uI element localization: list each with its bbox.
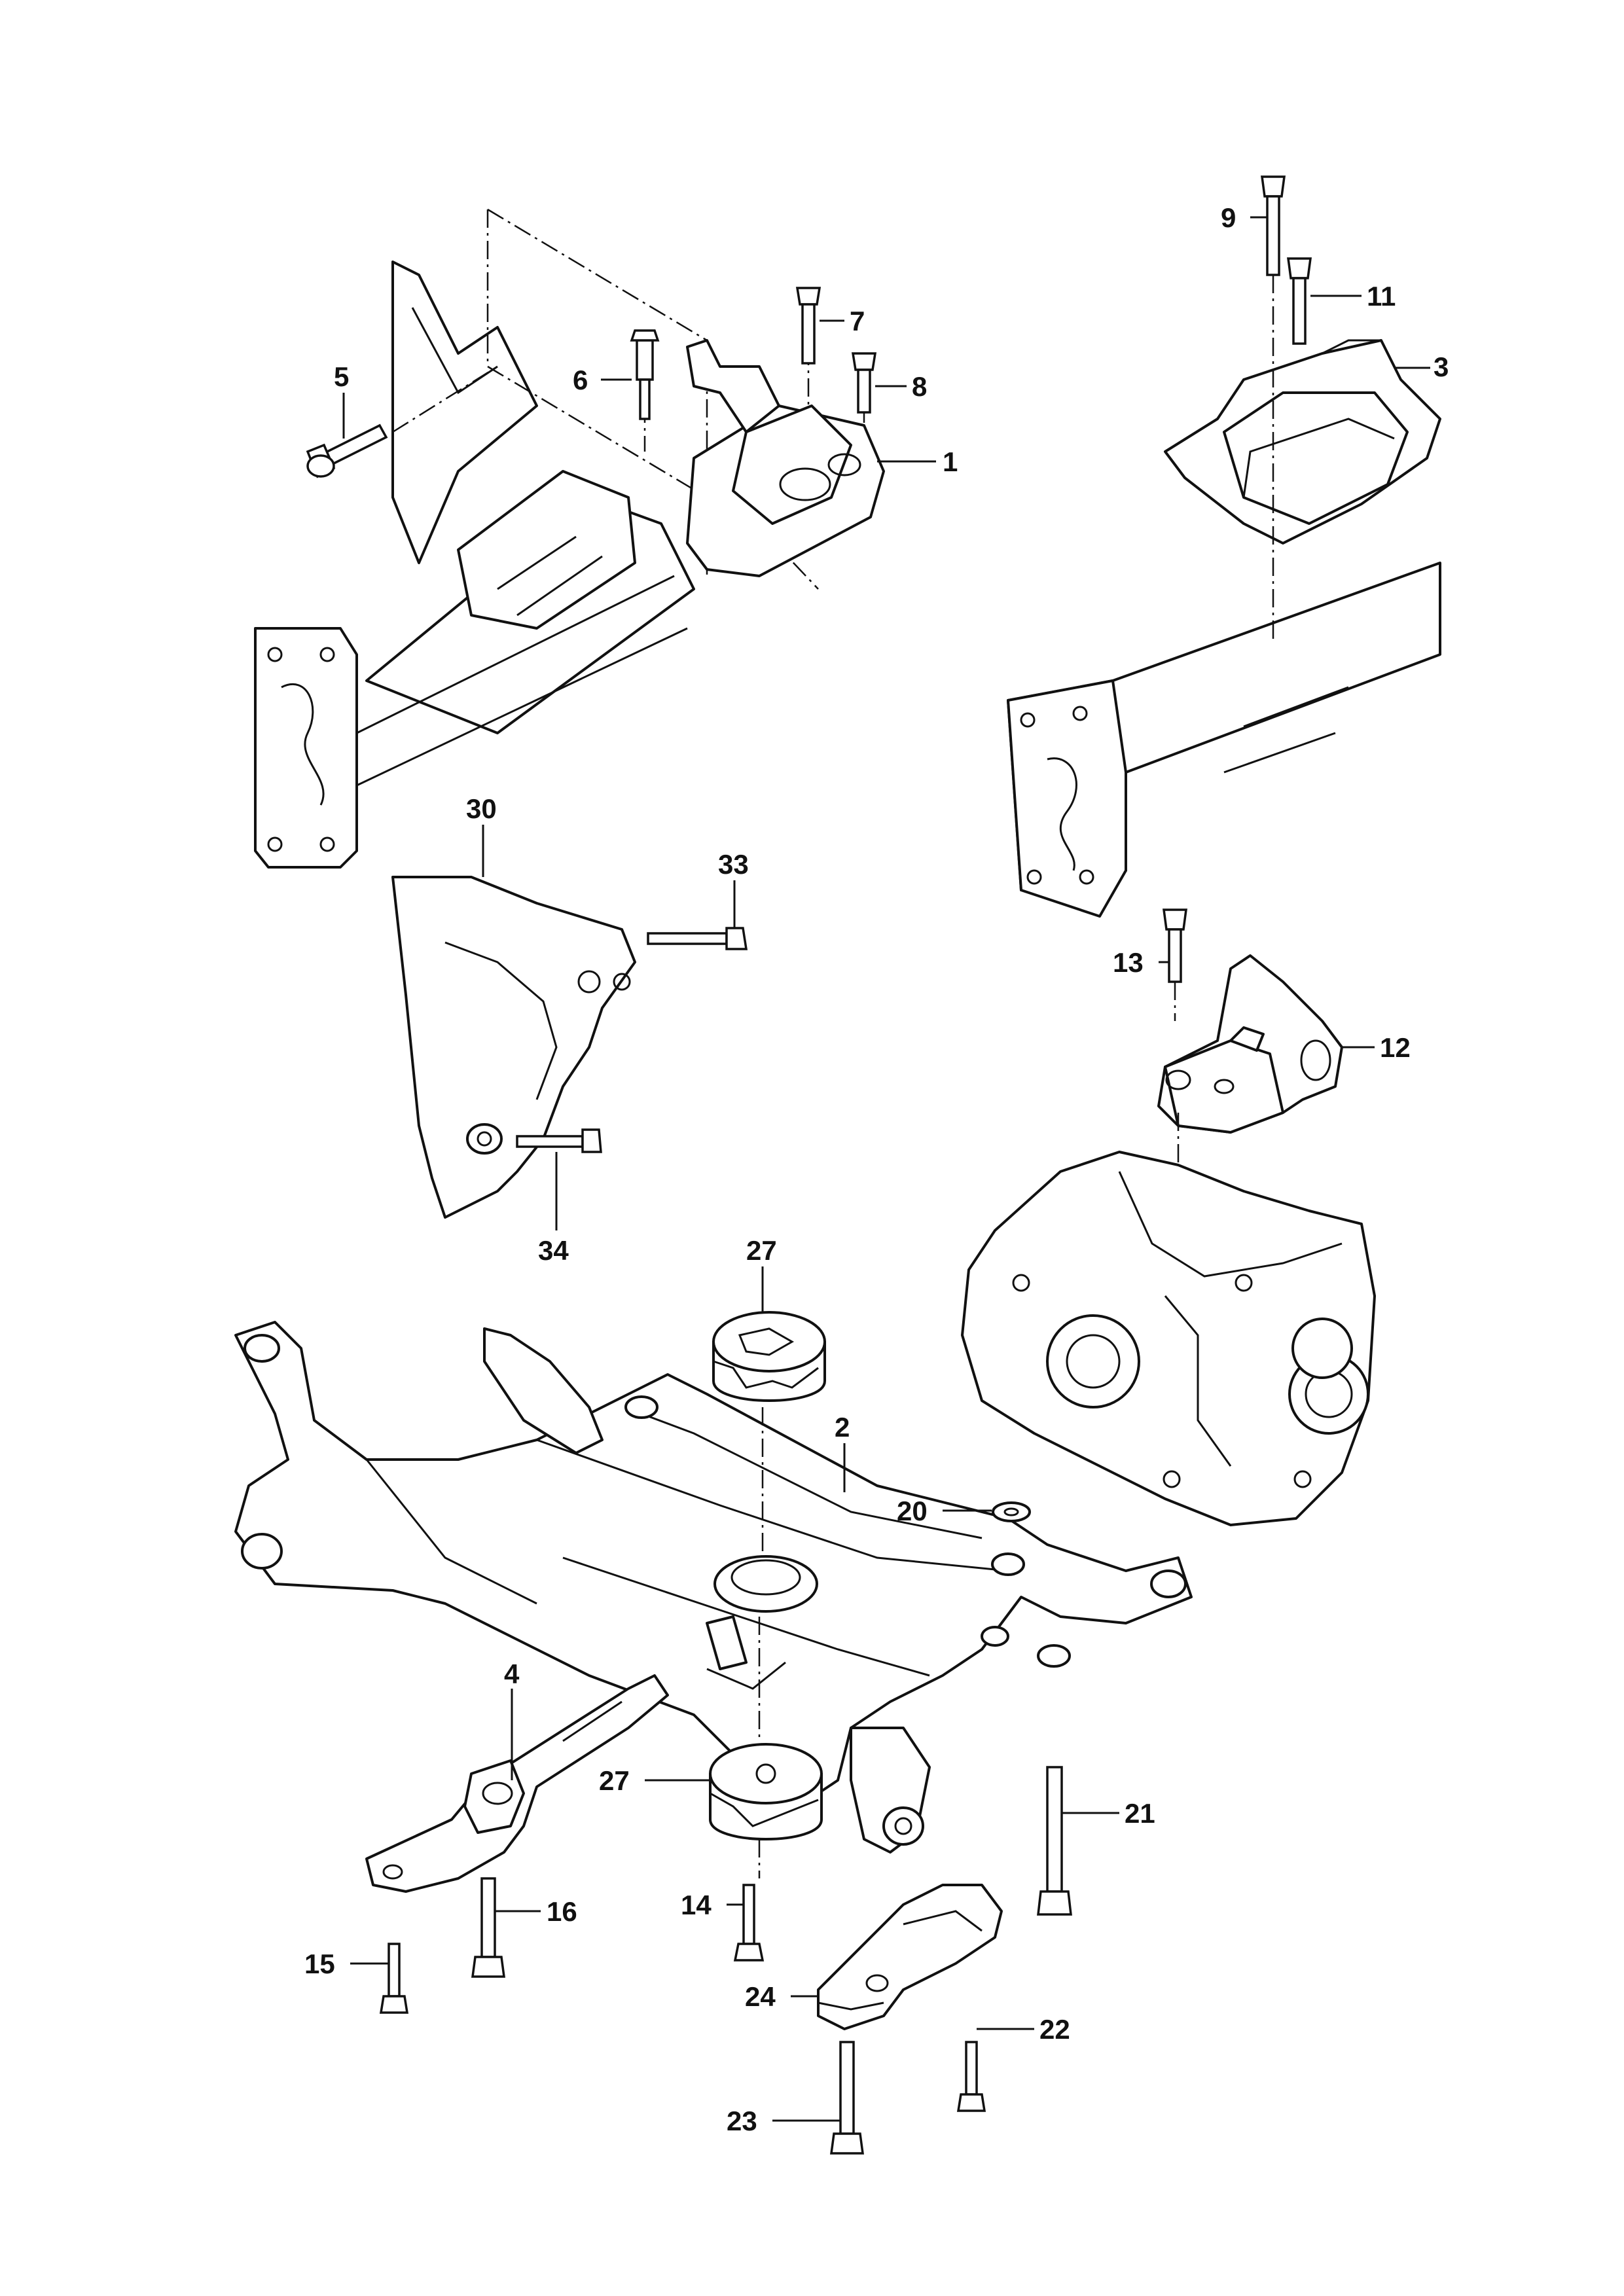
callout-23: 23: [727, 2106, 757, 2136]
leader-lines: [342, 216, 1430, 2122]
callout-30: 30: [466, 793, 497, 824]
bolt-14: [733, 1884, 765, 1962]
bracket-30: [391, 876, 636, 1219]
callout-labels: 1 2 3 4 5 6 7 8 9 11 12 13 14 15 16 20 2…: [304, 202, 1449, 2136]
gearbox-housing: [961, 1151, 1376, 1526]
callout-2: 2: [835, 1412, 850, 1443]
callout-22: 22: [1039, 2014, 1070, 2045]
callout-6: 6: [573, 365, 588, 395]
gearbox-mount-3: [1164, 339, 1441, 545]
callout-33: 33: [718, 849, 749, 880]
callout-4: 4: [504, 1659, 520, 1689]
bushing-27-lower: [709, 1743, 823, 1840]
bolt-6: [630, 329, 660, 420]
callout-27-lower: 27: [599, 1765, 630, 1796]
bolt-8: [851, 352, 877, 414]
bolt-11: [1287, 257, 1312, 345]
callout-16: 16: [547, 1896, 577, 1927]
bolt-33: [647, 927, 748, 950]
callout-3: 3: [1434, 351, 1449, 382]
callout-1: 1: [943, 446, 958, 477]
bolt-15: [379, 1943, 409, 2014]
right-chassis-rail: [1007, 562, 1441, 918]
bushing-27-upper: [712, 1311, 826, 1402]
callout-9: 9: [1221, 202, 1236, 233]
callout-14: 14: [681, 1890, 712, 1920]
bolt-23: [830, 2041, 864, 2155]
callout-13: 13: [1113, 947, 1144, 978]
pendulum-support-4: [365, 1674, 669, 1893]
callout-12: 12: [1380, 1032, 1411, 1063]
callout-15: 15: [304, 1948, 335, 1979]
bolt-7: [795, 287, 821, 365]
callout-11: 11: [1367, 281, 1396, 312]
engine-mount-1: [686, 339, 885, 577]
torque-support-24: [817, 1884, 1003, 2030]
bolt-21: [1037, 1766, 1072, 1916]
washer-20: [992, 1501, 1031, 1522]
callout-5: 5: [334, 361, 349, 392]
callout-21: 21: [1125, 1798, 1155, 1829]
bolt-5: [306, 423, 388, 478]
bolt-34: [516, 1128, 602, 1153]
bolt-9: [1261, 175, 1286, 276]
bolt-13: [1163, 908, 1187, 983]
callout-8: 8: [912, 371, 927, 402]
subframe-2: [234, 1321, 1193, 1854]
assembly-line-27: [758, 1407, 764, 1878]
support-12: [1157, 954, 1343, 1134]
callout-7: 7: [850, 306, 865, 336]
callout-20: 20: [897, 1496, 928, 1526]
bolt-22: [956, 2041, 986, 2112]
callout-24: 24: [745, 1981, 776, 2012]
callout-27-upper: 27: [746, 1235, 777, 1266]
left-chassis-rail: [254, 260, 695, 869]
bolt-16: [471, 1877, 505, 1978]
callout-34: 34: [538, 1235, 569, 1266]
